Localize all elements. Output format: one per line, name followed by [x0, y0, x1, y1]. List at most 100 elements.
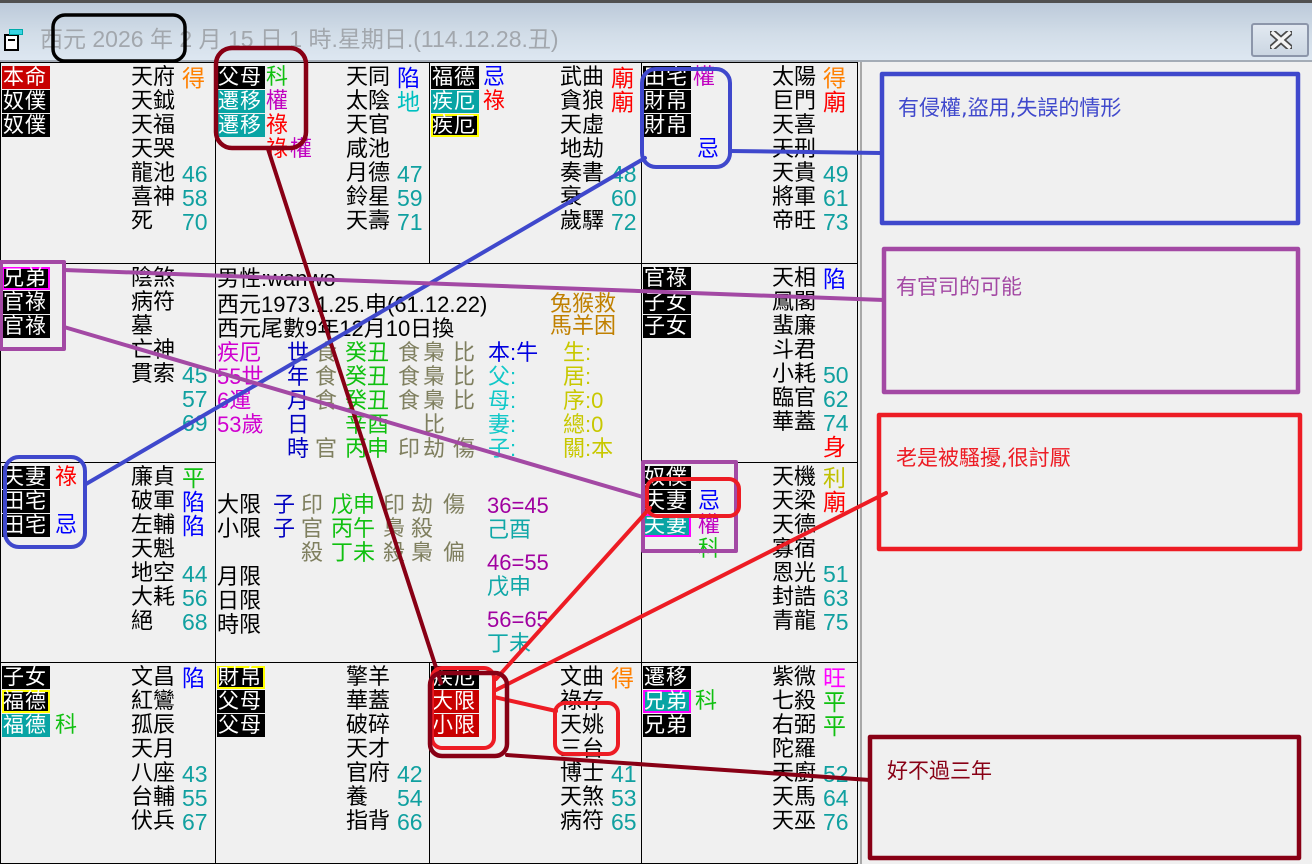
palace-label: 小限: [431, 714, 479, 737]
star-mark: [182, 538, 216, 562]
star-mark: 陷: [823, 266, 846, 292]
star-mark: 69: [182, 410, 208, 436]
note-three-years: 好不過三年: [887, 759, 992, 783]
star-name: 破碎: [346, 713, 391, 738]
star-name: 大耗: [131, 585, 176, 610]
star-mark: [182, 738, 216, 762]
palace-label: 疾厄: [431, 114, 479, 137]
birth-date: 西元1973.1.25.申(61.12.22): [217, 292, 488, 317]
sihua-tag: 科: [266, 65, 289, 90]
pillar-row: 53歲 日 辛酉 比 妻: 總:0: [216, 413, 641, 437]
pillar-label: 53歲: [217, 412, 264, 437]
day-limit-label: 日限: [217, 588, 262, 613]
star-name: 青龍: [772, 609, 817, 634]
star-mark: 48: [611, 161, 637, 187]
body-palace-mark: 身: [823, 434, 846, 460]
star-mark: [823, 339, 857, 363]
hidden-god: 食: [398, 388, 421, 413]
palace-label: 兄弟: [643, 690, 691, 713]
star-mark: 46: [182, 161, 208, 187]
star-name: 墓: [131, 314, 154, 339]
star-mark: [611, 138, 645, 162]
star-mark: 56: [182, 585, 208, 611]
stat: 總:0: [563, 412, 604, 437]
star-mark: 平: [823, 689, 846, 715]
sihua-tag: 忌: [55, 513, 78, 538]
star-mark: [611, 714, 645, 738]
star-name: 地空: [131, 561, 176, 586]
star-name: 病符: [131, 290, 176, 315]
palace-label: 田宅: [643, 66, 691, 89]
ganzhi: 丙午: [331, 516, 376, 541]
palace-label: 疾厄: [431, 90, 479, 113]
decade-ganzhi: 丁未: [487, 631, 532, 656]
window-title: 西元 2026 年 2 月 15 日 1 時.星期日.(114.12.28.丑): [40, 26, 559, 52]
star-mark: [397, 690, 431, 714]
pillar-row: 時 官 丙申 印 劫 傷 子: 關:本: [216, 437, 641, 461]
star-name: 天魁: [131, 537, 176, 562]
palace-label: 遷移: [217, 114, 265, 137]
ten-god: 殺: [301, 540, 324, 565]
zodiac-relation-2: 馬羊困: [550, 313, 617, 338]
star-mark: 59: [397, 185, 423, 211]
star-mark: [823, 738, 857, 762]
star-name: 陀羅: [772, 737, 817, 762]
star-mark: 廟: [823, 89, 846, 115]
hidden-god: 梟: [411, 540, 434, 565]
palace-label: 夫妻: [643, 514, 691, 537]
hidden-god: 劫: [423, 436, 446, 461]
palace-label: 兄弟: [643, 714, 691, 737]
star-mark: [611, 690, 645, 714]
star-name: 天貴: [772, 161, 817, 186]
star-name: 紫微: [772, 665, 817, 690]
star-name: 文曲: [560, 665, 605, 690]
star-name: 鳳閣: [772, 290, 817, 315]
star-name: 天官: [346, 113, 391, 138]
star-mark: 66: [397, 809, 423, 835]
window-icon[interactable]: [4, 29, 23, 51]
palace-label: 疾厄: [431, 666, 479, 689]
star-name: [131, 387, 182, 411]
palace-labels: 子女 福德 福德: [2, 666, 50, 738]
hour-limit-label: 時限: [217, 612, 262, 637]
stat: 生:: [563, 340, 592, 365]
star-mark: 43: [182, 761, 208, 787]
star-mark: 73: [823, 209, 849, 235]
sihua-tag: 權: [693, 65, 716, 90]
star-name: 天廚: [772, 761, 817, 786]
star-name: 死: [131, 209, 154, 234]
star-name: 衰: [560, 185, 583, 210]
sihua-tag: 祿: [483, 89, 506, 114]
close-button[interactable]: [1251, 23, 1309, 57]
hidden-god: 比: [453, 388, 476, 413]
star-name: 鈴星: [346, 185, 391, 210]
limit-row: 殺 丁未 殺 梟 偏: [216, 541, 641, 565]
note-box-three-years: [867, 734, 1302, 861]
star-mark: 76: [823, 809, 849, 835]
star-mark: [182, 267, 216, 291]
palace-labels: 夫妻 田宅 田宅: [2, 466, 50, 538]
star-mark: 廟: [823, 489, 846, 515]
ganzhi: 癸丑: [345, 388, 390, 413]
ganzhi: 丙申: [345, 436, 390, 461]
ganzhi: 癸丑: [345, 364, 390, 389]
star-name: 將軍: [772, 185, 817, 210]
relation: 子:: [488, 436, 517, 461]
palace-labels: 父母 遷移 遷移: [217, 66, 265, 138]
star-name: 天才: [346, 737, 391, 762]
